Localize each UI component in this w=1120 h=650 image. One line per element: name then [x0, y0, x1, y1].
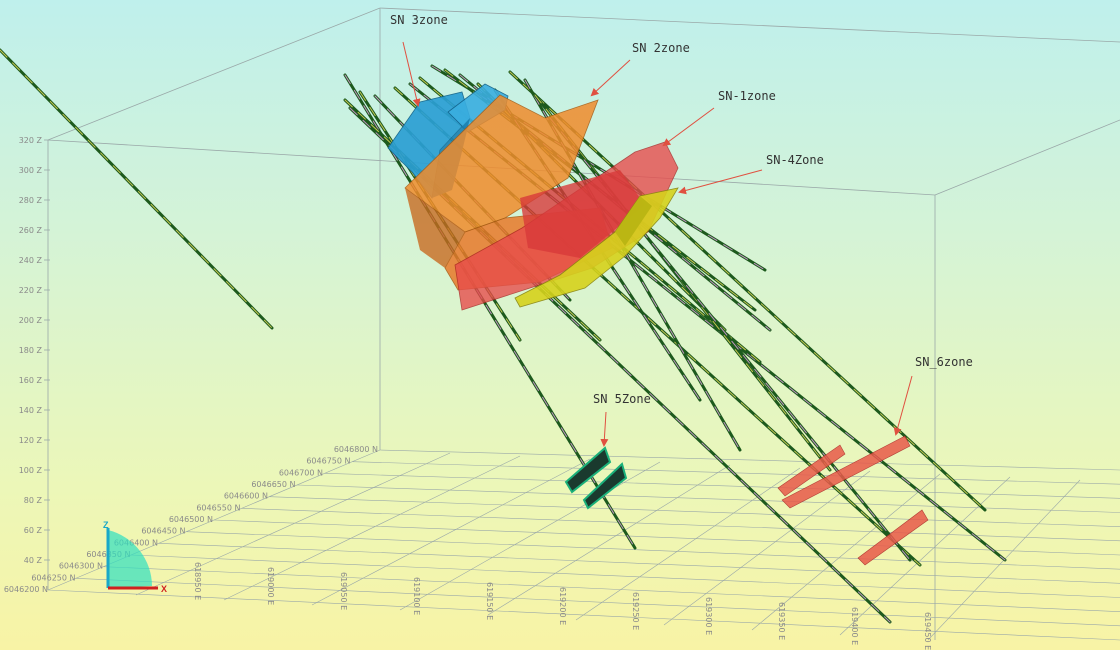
elev-tick-label: 220 Z	[19, 286, 43, 295]
zone-sn1	[454, 141, 679, 311]
easting-tick-label: 619250 E	[631, 592, 640, 630]
grid-line-east	[311, 458, 591, 606]
elev-tick-label: 40 Z	[24, 556, 43, 565]
grid-line-north	[269, 496, 1120, 527]
elev-tick-label: 80 Z	[24, 496, 43, 505]
grid-line-north	[379, 449, 1120, 471]
axis-triad: Z X	[103, 520, 167, 594]
northing-tick-label: 6046700 N	[279, 468, 323, 477]
elev-tick-label: 160 Z	[19, 376, 43, 385]
x-axis-letter: X	[161, 584, 167, 594]
northing-tick-label: 6046250 N	[31, 573, 75, 582]
northing-tick-label: 6046400 N	[114, 538, 158, 547]
grid-line-north	[352, 461, 1120, 485]
zone-sn6	[777, 435, 929, 566]
drillhole-assay	[0, 49, 273, 329]
drillhole-assay	[431, 65, 766, 271]
elev-tick-label: 180 Z	[19, 346, 43, 355]
northing-tick-label: 6046200 N	[4, 585, 48, 594]
northing-tick-label: 6046300 N	[59, 562, 103, 571]
northing-tick-label: 6046650 N	[251, 480, 295, 489]
northing-axis-ticks: 6046800 N 6046750 N 6046700 N 6046650 N 6046…	[4, 445, 378, 594]
northing-tick-label: 6046600 N	[224, 492, 268, 501]
elev-tick-label: 240 Z	[19, 256, 43, 265]
elevation-axis-ticks: 320 Z 300 Z 280 Z 260 Z 240 Z 220 Z 200 Z 180 Z…	[19, 136, 50, 565]
elev-tick-label: 200 Z	[19, 316, 43, 325]
label-sn3: SN 3zone	[390, 13, 448, 27]
drillhole-assay	[344, 99, 601, 341]
northing-tick-label: 6046450 N	[141, 527, 185, 536]
northing-tick-label: 6046500 N	[169, 515, 213, 524]
easting-tick-label: 619450 E	[923, 612, 932, 650]
easting-tick-label: 618950 E	[193, 562, 202, 600]
drillhole-assay	[509, 71, 986, 511]
easting-tick-label: 619050 E	[339, 572, 348, 610]
elev-tick-label: 100 Z	[19, 466, 43, 475]
grid-line-east	[663, 470, 871, 626]
label-sn4: SN-4Zone	[766, 153, 824, 167]
elev-tick-label: 60 Z	[24, 526, 43, 535]
label-sn1: SN-1zone	[718, 89, 776, 103]
grid-line-east	[575, 467, 801, 621]
grid-line-north	[103, 566, 1120, 612]
elev-tick-label: 300 Z	[19, 166, 43, 175]
easting-tick-label: 619300 E	[704, 597, 713, 635]
label-sn6: SN_6zone	[915, 355, 973, 369]
easting-tick-label: 619100 E	[412, 577, 421, 615]
zone-sn4	[514, 187, 679, 308]
elev-tick-label: 260 Z	[19, 226, 43, 235]
drillhole-assay	[349, 107, 891, 623]
grid-line-north	[241, 508, 1120, 542]
easting-tick-label: 619200 E	[558, 587, 567, 625]
grid-line-east	[399, 461, 661, 611]
z-axis-letter: Z	[103, 520, 109, 530]
label-sn5: SN 5Zone	[593, 392, 651, 406]
label-sn2: SN 2zone	[632, 41, 690, 55]
grid-line-north	[130, 554, 1120, 598]
northing-tick-label: 6046550 N	[196, 503, 240, 512]
grid-line-east	[47, 449, 381, 591]
grid-line-east	[487, 464, 731, 616]
elev-tick-label: 140 Z	[19, 406, 43, 415]
grid-line-north	[213, 519, 1120, 556]
grid-line-north	[75, 578, 1120, 627]
grid-line-east	[839, 476, 1011, 636]
easting-axis-ticks: 618950 E 619000 E 619050 E 619100 E 619150 E…	[193, 562, 932, 650]
floor-grid	[47, 449, 1120, 641]
northing-tick-label: 6046750 N	[306, 457, 350, 466]
grid-line-east	[135, 452, 451, 596]
grid-line-east	[751, 473, 941, 631]
grid-line-north	[47, 589, 1120, 641]
grid-line-north	[158, 543, 1120, 584]
grid-line-north	[324, 473, 1120, 499]
zone-sn5	[564, 446, 628, 510]
drillhole-assay	[444, 69, 756, 311]
elev-tick-label: 320 Z	[19, 136, 43, 145]
northing-tick-label: 6046800 N	[334, 445, 378, 454]
grid-line-north	[186, 531, 1120, 570]
easting-tick-label: 619400 E	[850, 607, 859, 645]
easting-tick-label: 619350 E	[777, 602, 786, 640]
grid-line-east	[223, 455, 521, 601]
easting-tick-label: 619000 E	[266, 567, 275, 605]
elev-tick-label: 280 Z	[19, 196, 43, 205]
easting-tick-label: 619150 E	[485, 582, 494, 620]
elev-tick-label: 120 Z	[19, 436, 43, 445]
zone-labels: SN 3zone SN 2zone SN-1zone SN-4Zone SN 5…	[390, 13, 973, 447]
